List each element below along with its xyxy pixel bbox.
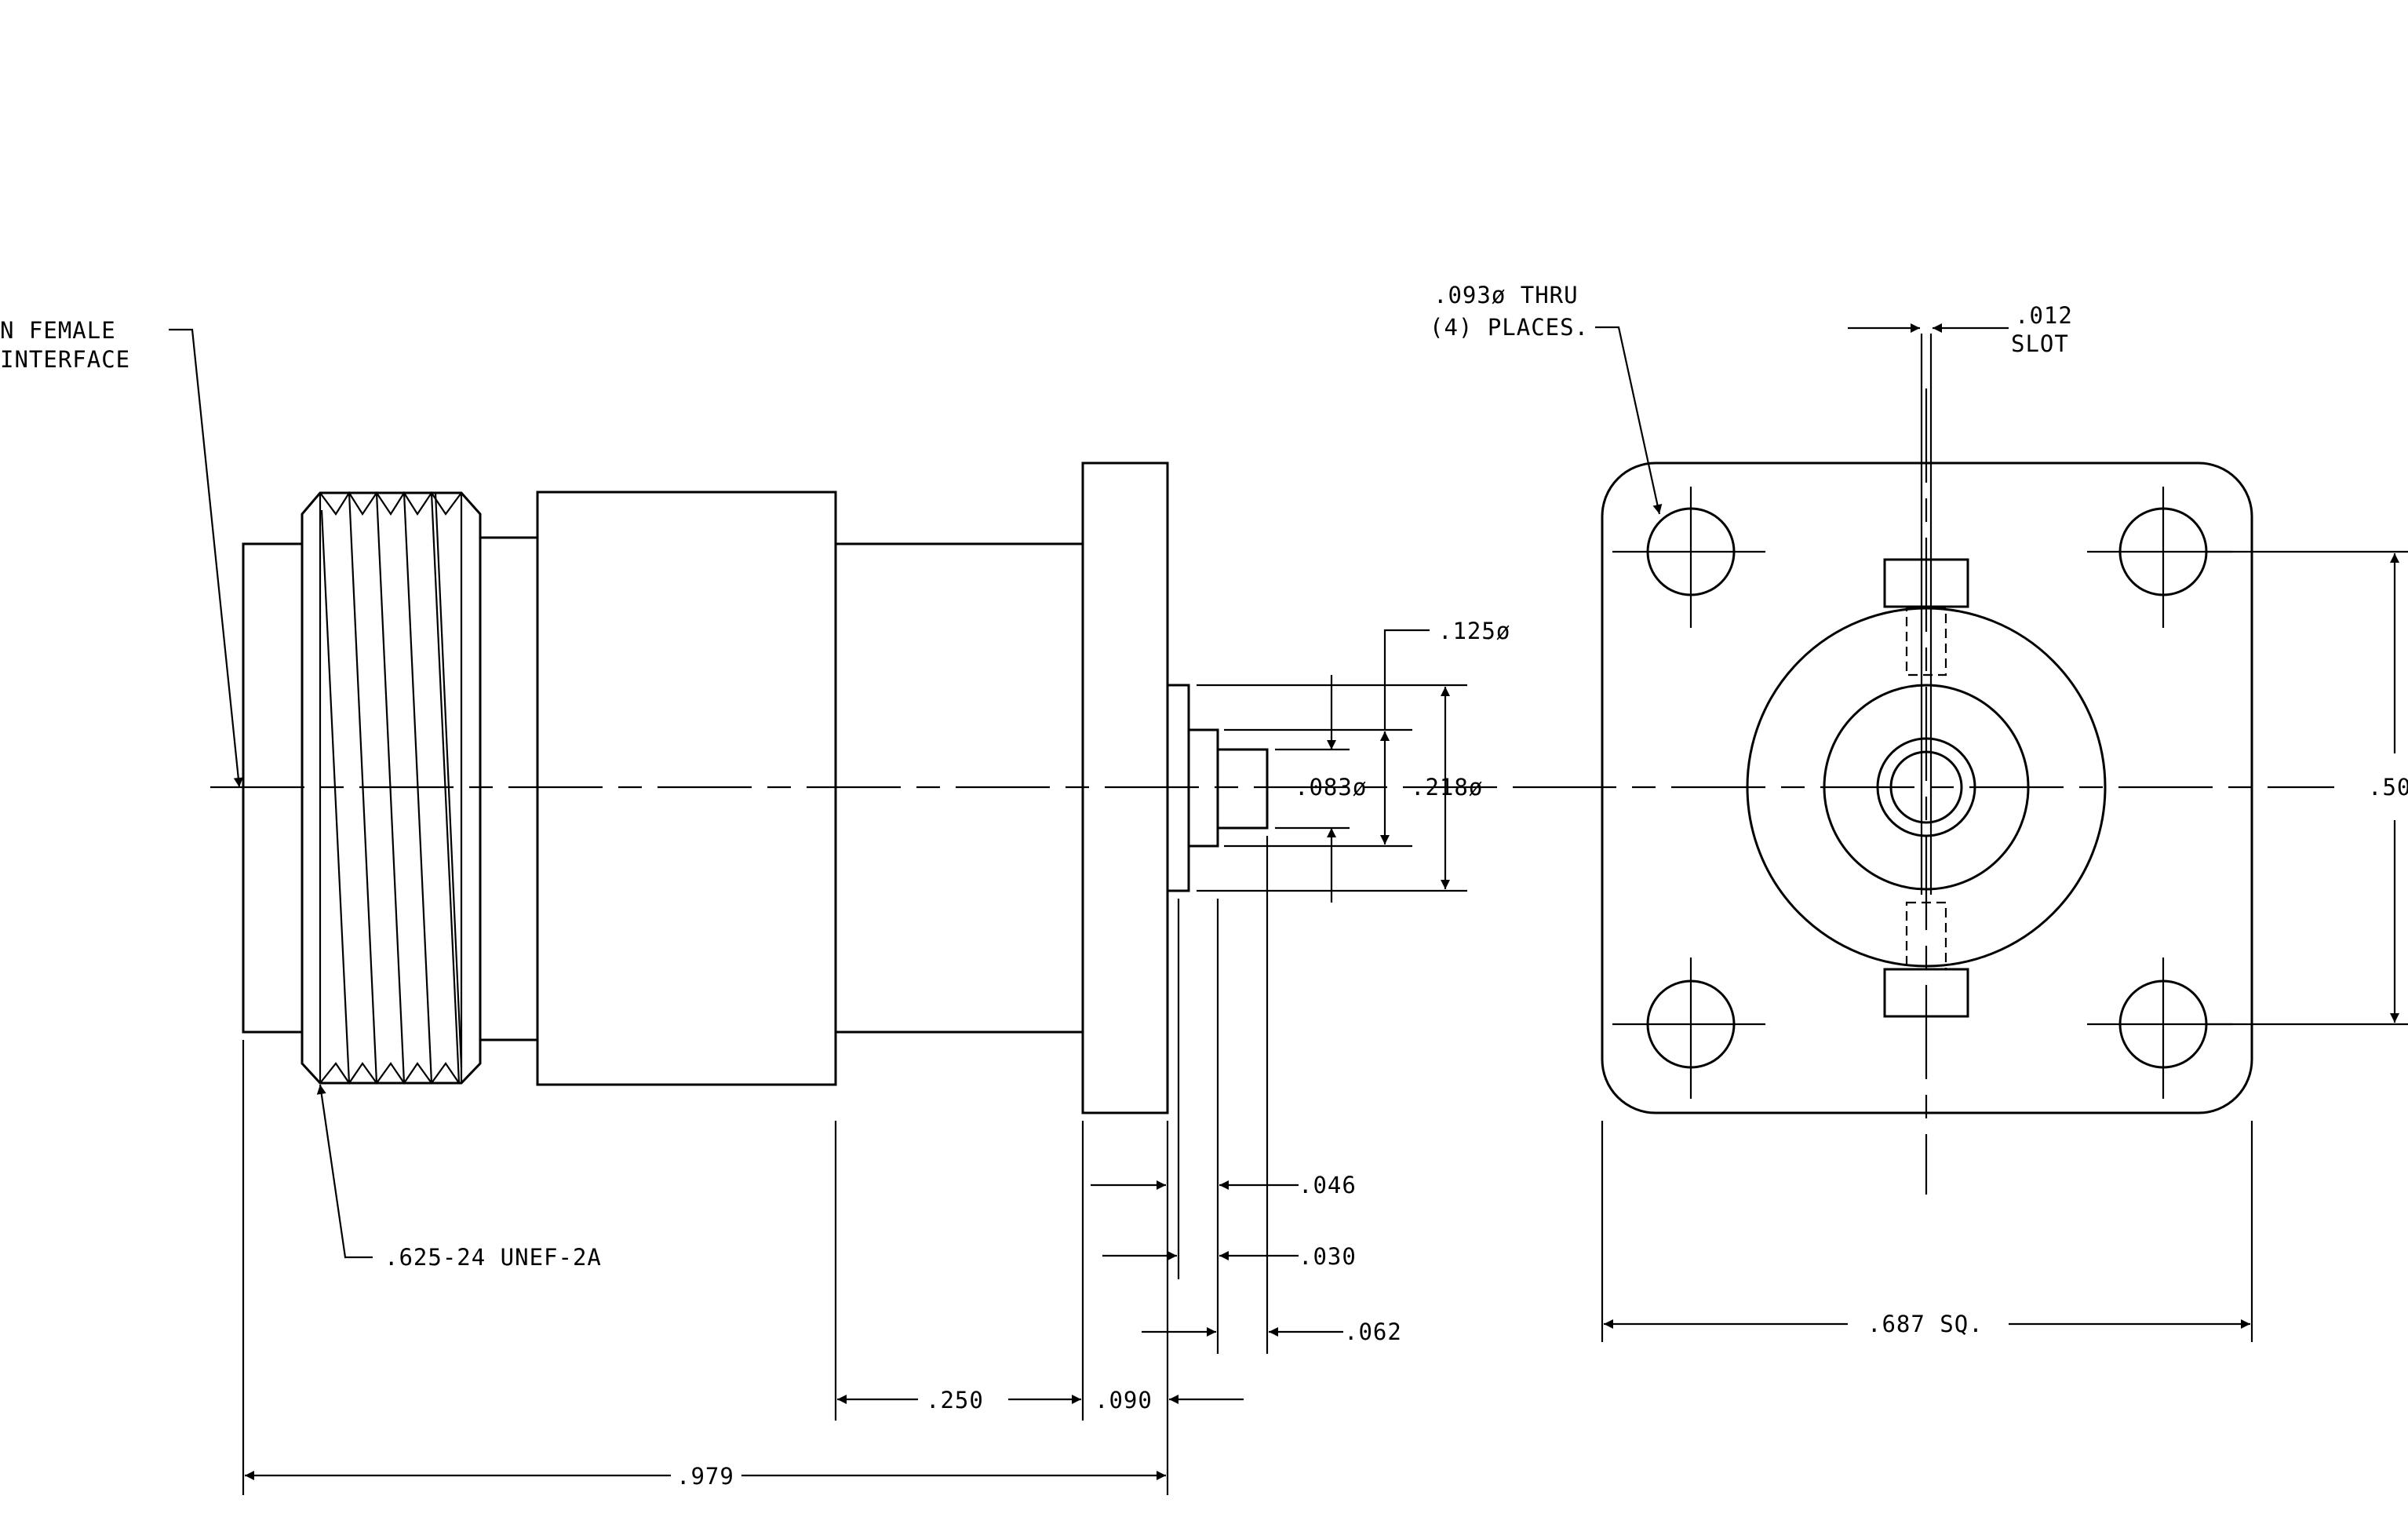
contact-inner-circle (1889, 750, 1963, 824)
interface-label-line1: N FEMALE (0, 317, 116, 344)
end-view (1522, 323, 2408, 1342)
top-tab (1883, 558, 1969, 608)
contact-outer-circle (1876, 737, 1976, 837)
dim-083: .083ø (1295, 774, 1367, 801)
dielectric-circle (1823, 684, 2030, 891)
dim-062: .062 (1344, 1319, 1402, 1345)
labels: N FEMALE INTERFACE .625-24 UNEF-2A .125ø… (0, 282, 2408, 1490)
dim-030: .030 (1299, 1243, 1357, 1270)
dim-218: .218ø (1411, 774, 1483, 801)
dim-687-sq: .687 SQ. (1867, 1311, 1984, 1337)
dim-250: .250 (926, 1387, 984, 1413)
thread-section (301, 491, 482, 1085)
pin (1216, 748, 1269, 830)
dim-046: .046 (1299, 1172, 1357, 1198)
thread-label: .625-24 UNEF-2A (384, 1244, 602, 1271)
neck (479, 536, 539, 1041)
interface-label-line2: INTERFACE (0, 346, 130, 373)
dim-50: .50 (2368, 774, 2408, 801)
hex-body (536, 491, 837, 1086)
slot-word-label: SLOT (2011, 330, 2069, 357)
dim-090: .090 (1095, 1387, 1153, 1413)
dim-979: .979 (676, 1463, 734, 1490)
hole-label-line2: (4) PLACES. (1430, 314, 1589, 341)
dim-125: .125ø (1438, 618, 1510, 644)
slot-value-label: .012 (2015, 302, 2073, 329)
side-view (169, 328, 1522, 1495)
hole-label-line1: .093ø THRU (1434, 282, 1579, 308)
